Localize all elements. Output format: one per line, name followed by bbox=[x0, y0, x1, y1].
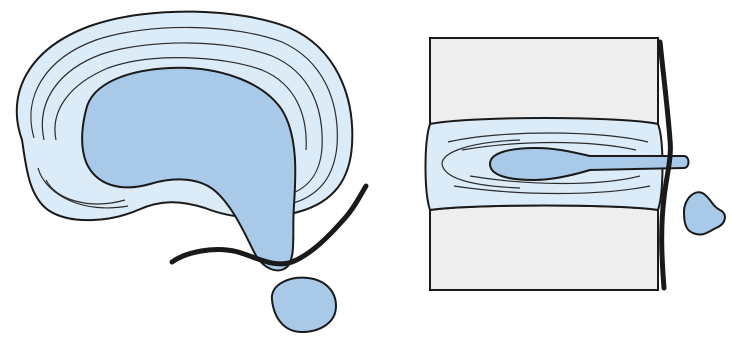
extruded-fragment-sagittal bbox=[684, 192, 725, 234]
sagittal-view bbox=[426, 38, 725, 290]
upper-vertebral-body bbox=[430, 38, 658, 124]
nucleus-pulposus bbox=[82, 68, 295, 271]
extruded-fragment-axial bbox=[272, 278, 336, 332]
lower-vertebral-body bbox=[430, 206, 658, 291]
axial-view bbox=[17, 12, 366, 332]
